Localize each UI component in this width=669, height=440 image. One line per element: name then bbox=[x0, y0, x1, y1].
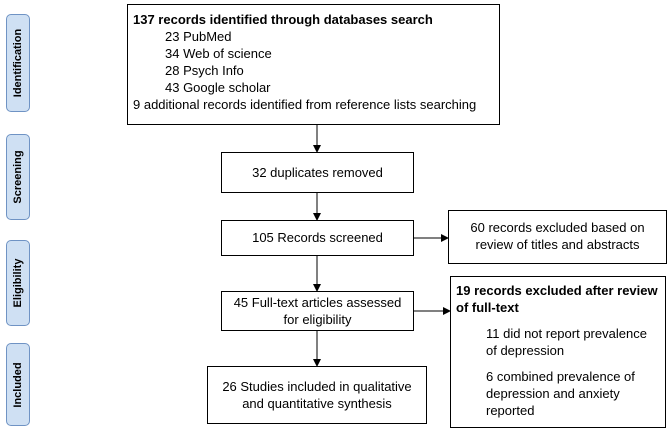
excluded-titles-line1: 60 records excluded based on bbox=[470, 220, 645, 235]
fulltext-assessed-box: 45 Full-text articles assessed for eligi… bbox=[221, 291, 414, 331]
excluded-fulltext-box: 19 records excluded after review of full… bbox=[450, 276, 666, 428]
source-pubmed: 23 PubMed bbox=[165, 29, 232, 44]
source-psych-info: 28 Psych Info bbox=[165, 63, 244, 78]
duplicates-removed-text: 32 duplicates removed bbox=[252, 165, 383, 180]
identification-title: 137 records identified through databases… bbox=[133, 12, 433, 27]
phase-identification-text: Identification bbox=[12, 28, 24, 98]
phase-label-included: Included bbox=[6, 343, 30, 426]
records-screened-text: 105 Records screened bbox=[252, 230, 383, 245]
studies-included-line2: and quantitative synthesis bbox=[242, 396, 392, 411]
reason2-line1: 6 combined prevalence of bbox=[486, 369, 635, 384]
source-google-scholar: 43 Google scholar bbox=[165, 80, 271, 95]
phase-label-eligibility: Eligibility bbox=[6, 240, 30, 326]
excluded-titles-abstracts-box: 60 records excluded based on review of t… bbox=[448, 210, 667, 264]
identification-box: 137 records identified through databases… bbox=[127, 4, 500, 125]
duplicates-removed-box: 32 duplicates removed bbox=[221, 152, 414, 193]
additional-records-text: 9 additional records identified from ref… bbox=[133, 97, 477, 112]
phase-eligibility-text: Eligibility bbox=[12, 258, 24, 308]
reason2-line3: reported bbox=[486, 403, 535, 418]
excluded-titles-line2: review of titles and abstracts bbox=[475, 237, 640, 252]
reason2-line2: depression and anxiety bbox=[486, 386, 620, 401]
phase-label-identification: Identification bbox=[6, 14, 30, 112]
source-web-of-science: 34 Web of science bbox=[165, 46, 272, 61]
phase-included-text: Included bbox=[12, 361, 24, 408]
phase-label-screening: Screening bbox=[6, 134, 30, 220]
phase-screening-text: Screening bbox=[12, 150, 24, 204]
studies-included-box: 26 Studies included in qualitative and q… bbox=[207, 366, 427, 424]
excluded-fulltext-title-line1: 19 records excluded after review bbox=[456, 283, 658, 298]
reason1-line2: of depression bbox=[486, 343, 565, 358]
reason1-line1: 11 did not report prevalence bbox=[486, 326, 647, 341]
records-screened-box: 105 Records screened bbox=[221, 220, 414, 256]
excluded-fulltext-title-line2: of full-text bbox=[456, 300, 519, 315]
studies-included-line1: 26 Studies included in qualitative bbox=[222, 379, 412, 394]
fulltext-assessed-line2: for eligibility bbox=[283, 312, 352, 327]
fulltext-assessed-line1: 45 Full-text articles assessed bbox=[233, 295, 402, 310]
